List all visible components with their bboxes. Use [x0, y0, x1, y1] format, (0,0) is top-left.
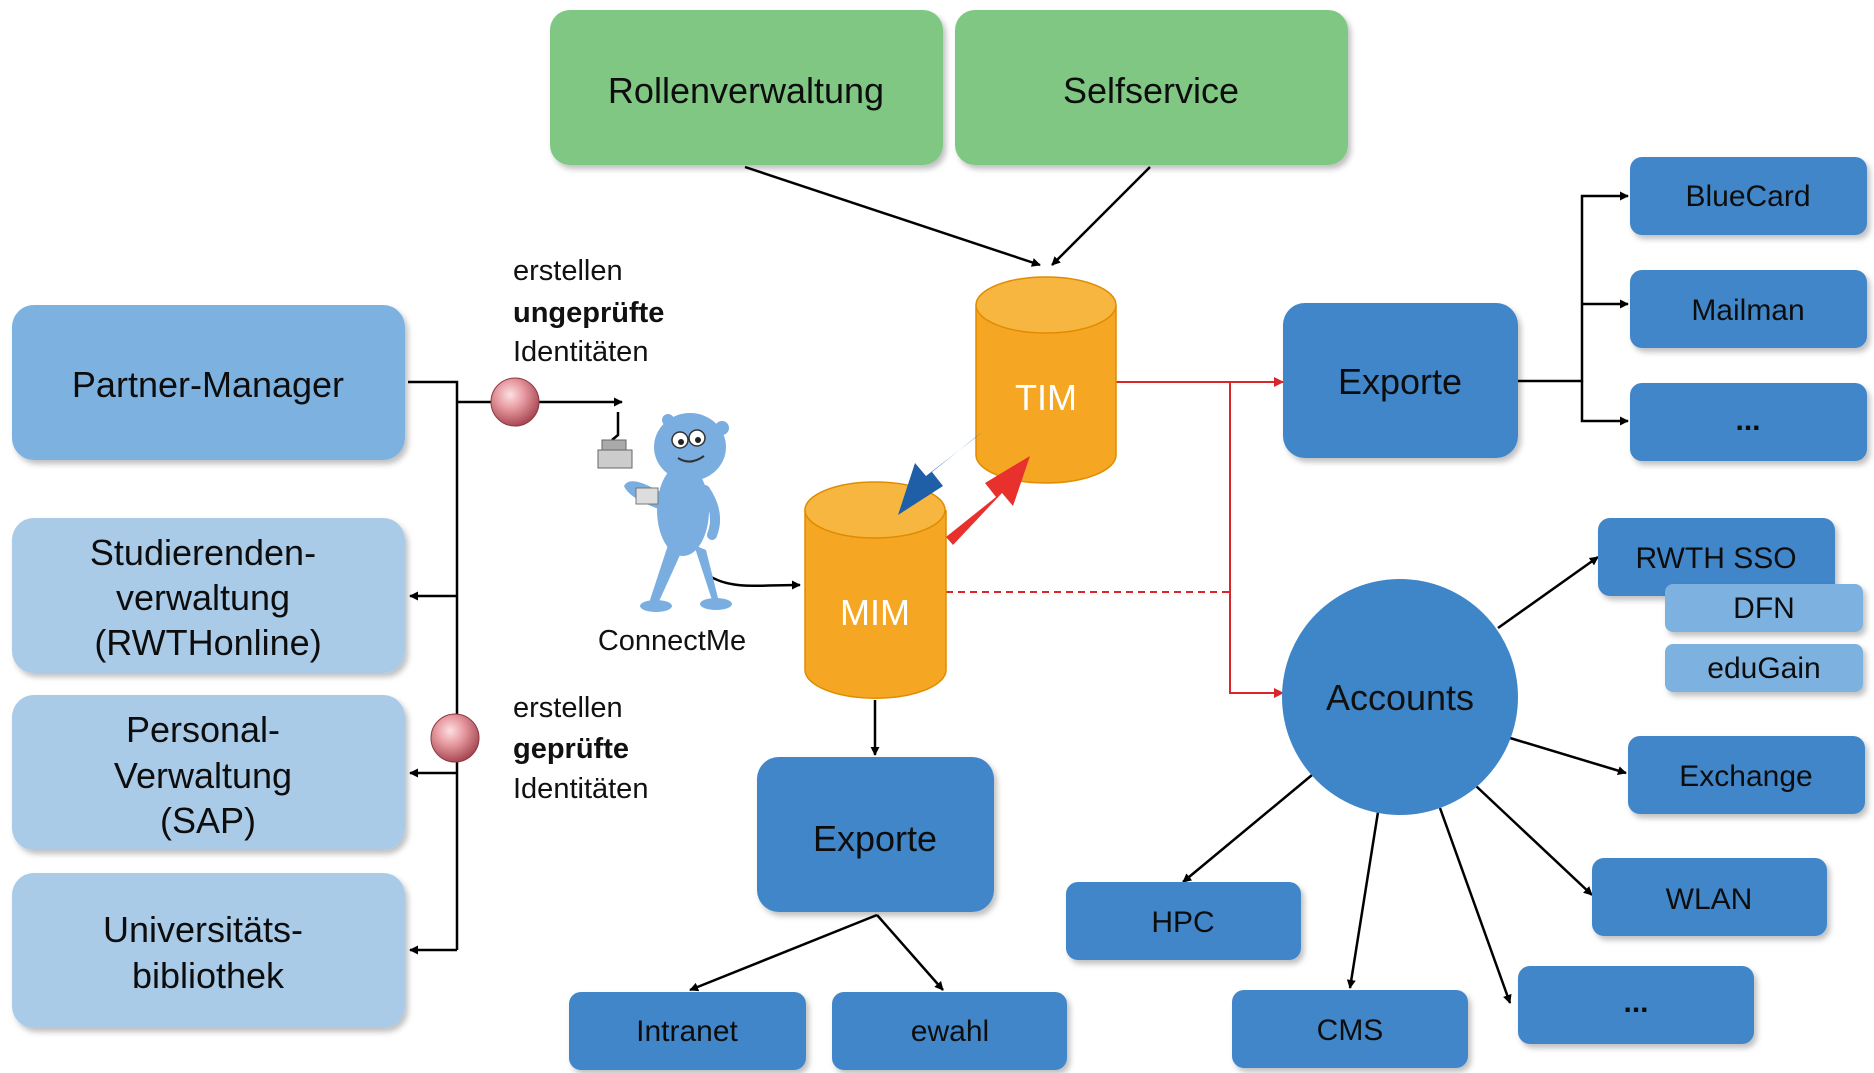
- connectme-mascot: [597, 413, 732, 612]
- rwth-sso-label: RWTH SSO: [1635, 542, 1796, 575]
- personal-label: Personal- Verwaltung (SAP): [114, 709, 302, 841]
- bluecard-label: BlueCard: [1685, 180, 1810, 213]
- studierenden-label: Studierenden- verwaltung (RWTHonline): [90, 532, 326, 663]
- rollenverwaltung-label: Rollenverwaltung: [608, 70, 884, 111]
- studierenden-box[interactable]: Studierenden- verwaltung (RWTHonline): [12, 518, 405, 673]
- geprueft-node: [430, 713, 480, 763]
- wlan-label: WLAN: [1666, 883, 1753, 916]
- arrow-to-cms: [1346, 811, 1380, 989]
- intranet-label: Intranet: [636, 1015, 738, 1048]
- more-accounts-label: ...: [1623, 986, 1648, 1019]
- more-exports-box[interactable]: ...: [1630, 383, 1867, 461]
- hpc-label: HPC: [1151, 906, 1214, 939]
- exporte-mim-label: Exporte: [813, 818, 937, 859]
- exporte-tim-label: Exporte: [1338, 361, 1462, 402]
- exporte-mim-box[interactable]: Exporte: [757, 757, 994, 912]
- tim-red-branch: [1229, 382, 1284, 698]
- arrow-rollen-to-tim: [744, 165, 1041, 267]
- rwth-sso-box[interactable]: RWTH SSO: [1598, 518, 1835, 596]
- arrow-to-hpc: [1182, 774, 1313, 883]
- red-sync-arrow: [946, 456, 1030, 545]
- cable-connectme-to-mim: [707, 573, 801, 590]
- partner-manager-line: [408, 380, 459, 950]
- intranet-box[interactable]: Intranet: [569, 992, 806, 1070]
- exporte-tim-box[interactable]: Exporte: [1283, 303, 1518, 458]
- partner-manager-label: Partner-Manager: [72, 364, 344, 405]
- sync-arrows: [898, 432, 1030, 545]
- accounts-circle[interactable]: Accounts: [1282, 579, 1518, 815]
- blue-sync-arrow: [898, 432, 982, 515]
- arrow-exporte-to-intranet: [689, 913, 878, 992]
- partner-manager-box[interactable]: Partner-Manager: [12, 305, 405, 460]
- arrow-exporte-to-ewahl: [876, 914, 944, 991]
- more-accounts-box[interactable]: ...: [1518, 966, 1754, 1044]
- arrow-to-more-exports: [1580, 381, 1629, 426]
- dfn-label: DFN: [1733, 592, 1795, 625]
- red-connectors: [946, 377, 1284, 698]
- ewahl-label: ewahl: [911, 1015, 989, 1048]
- connectme-label: ConnectMe: [598, 625, 746, 657]
- exporte-bus: [1518, 191, 1629, 383]
- bibliothek-box[interactable]: Universitäts- bibliothek: [12, 873, 405, 1028]
- hpc-box[interactable]: HPC: [1066, 882, 1301, 960]
- mim-label: MIM: [840, 592, 910, 633]
- exchange-label: Exchange: [1679, 760, 1812, 793]
- cms-box[interactable]: CMS: [1232, 990, 1468, 1068]
- exchange-box[interactable]: Exchange: [1628, 736, 1865, 814]
- tim-label: TIM: [1015, 377, 1077, 418]
- mailman-label: Mailman: [1691, 294, 1804, 327]
- connectors: [408, 165, 1629, 1004]
- edugain-label: eduGain: [1707, 652, 1820, 685]
- dfn-box[interactable]: DFN: [1665, 584, 1863, 632]
- mim-database[interactable]: MIM: [804, 481, 947, 699]
- mailman-box[interactable]: Mailman: [1630, 270, 1867, 348]
- arrow-to-rwthsso: [1497, 555, 1599, 630]
- arrow-selfservice-to-tim: [1051, 166, 1151, 266]
- personal-box[interactable]: Personal- Verwaltung (SAP): [12, 695, 405, 850]
- rollenverwaltung-box[interactable]: Rollenverwaltung: [550, 10, 943, 165]
- cms-label: CMS: [1317, 1014, 1384, 1047]
- tim-database[interactable]: TIM: [975, 276, 1117, 484]
- wlan-box[interactable]: WLAN: [1592, 858, 1827, 936]
- bibliothek-label: Universitäts- bibliothek: [103, 909, 313, 996]
- arrow-to-more-accounts: [1438, 807, 1512, 1004]
- arrow-to-wlan: [1475, 785, 1593, 896]
- edugain-box[interactable]: eduGain: [1665, 644, 1863, 692]
- selfservice-box[interactable]: Selfservice: [955, 10, 1348, 165]
- ewahl-box[interactable]: ewahl: [832, 992, 1067, 1070]
- geprueft-annotation: erstellen geprüfte Identitäten: [513, 692, 648, 805]
- bluecard-box[interactable]: BlueCard: [1630, 157, 1867, 235]
- ungeprueft-annotation: erstellen ungeprüfte Identitäten: [513, 255, 673, 368]
- accounts-label: Accounts: [1326, 677, 1474, 718]
- arrow-to-exchange: [1509, 736, 1627, 775]
- cable-plug-top: [611, 412, 620, 441]
- ungeprueft-node: [490, 377, 540, 427]
- selfservice-label: Selfservice: [1063, 70, 1239, 111]
- more-exports-label: ...: [1735, 404, 1760, 437]
